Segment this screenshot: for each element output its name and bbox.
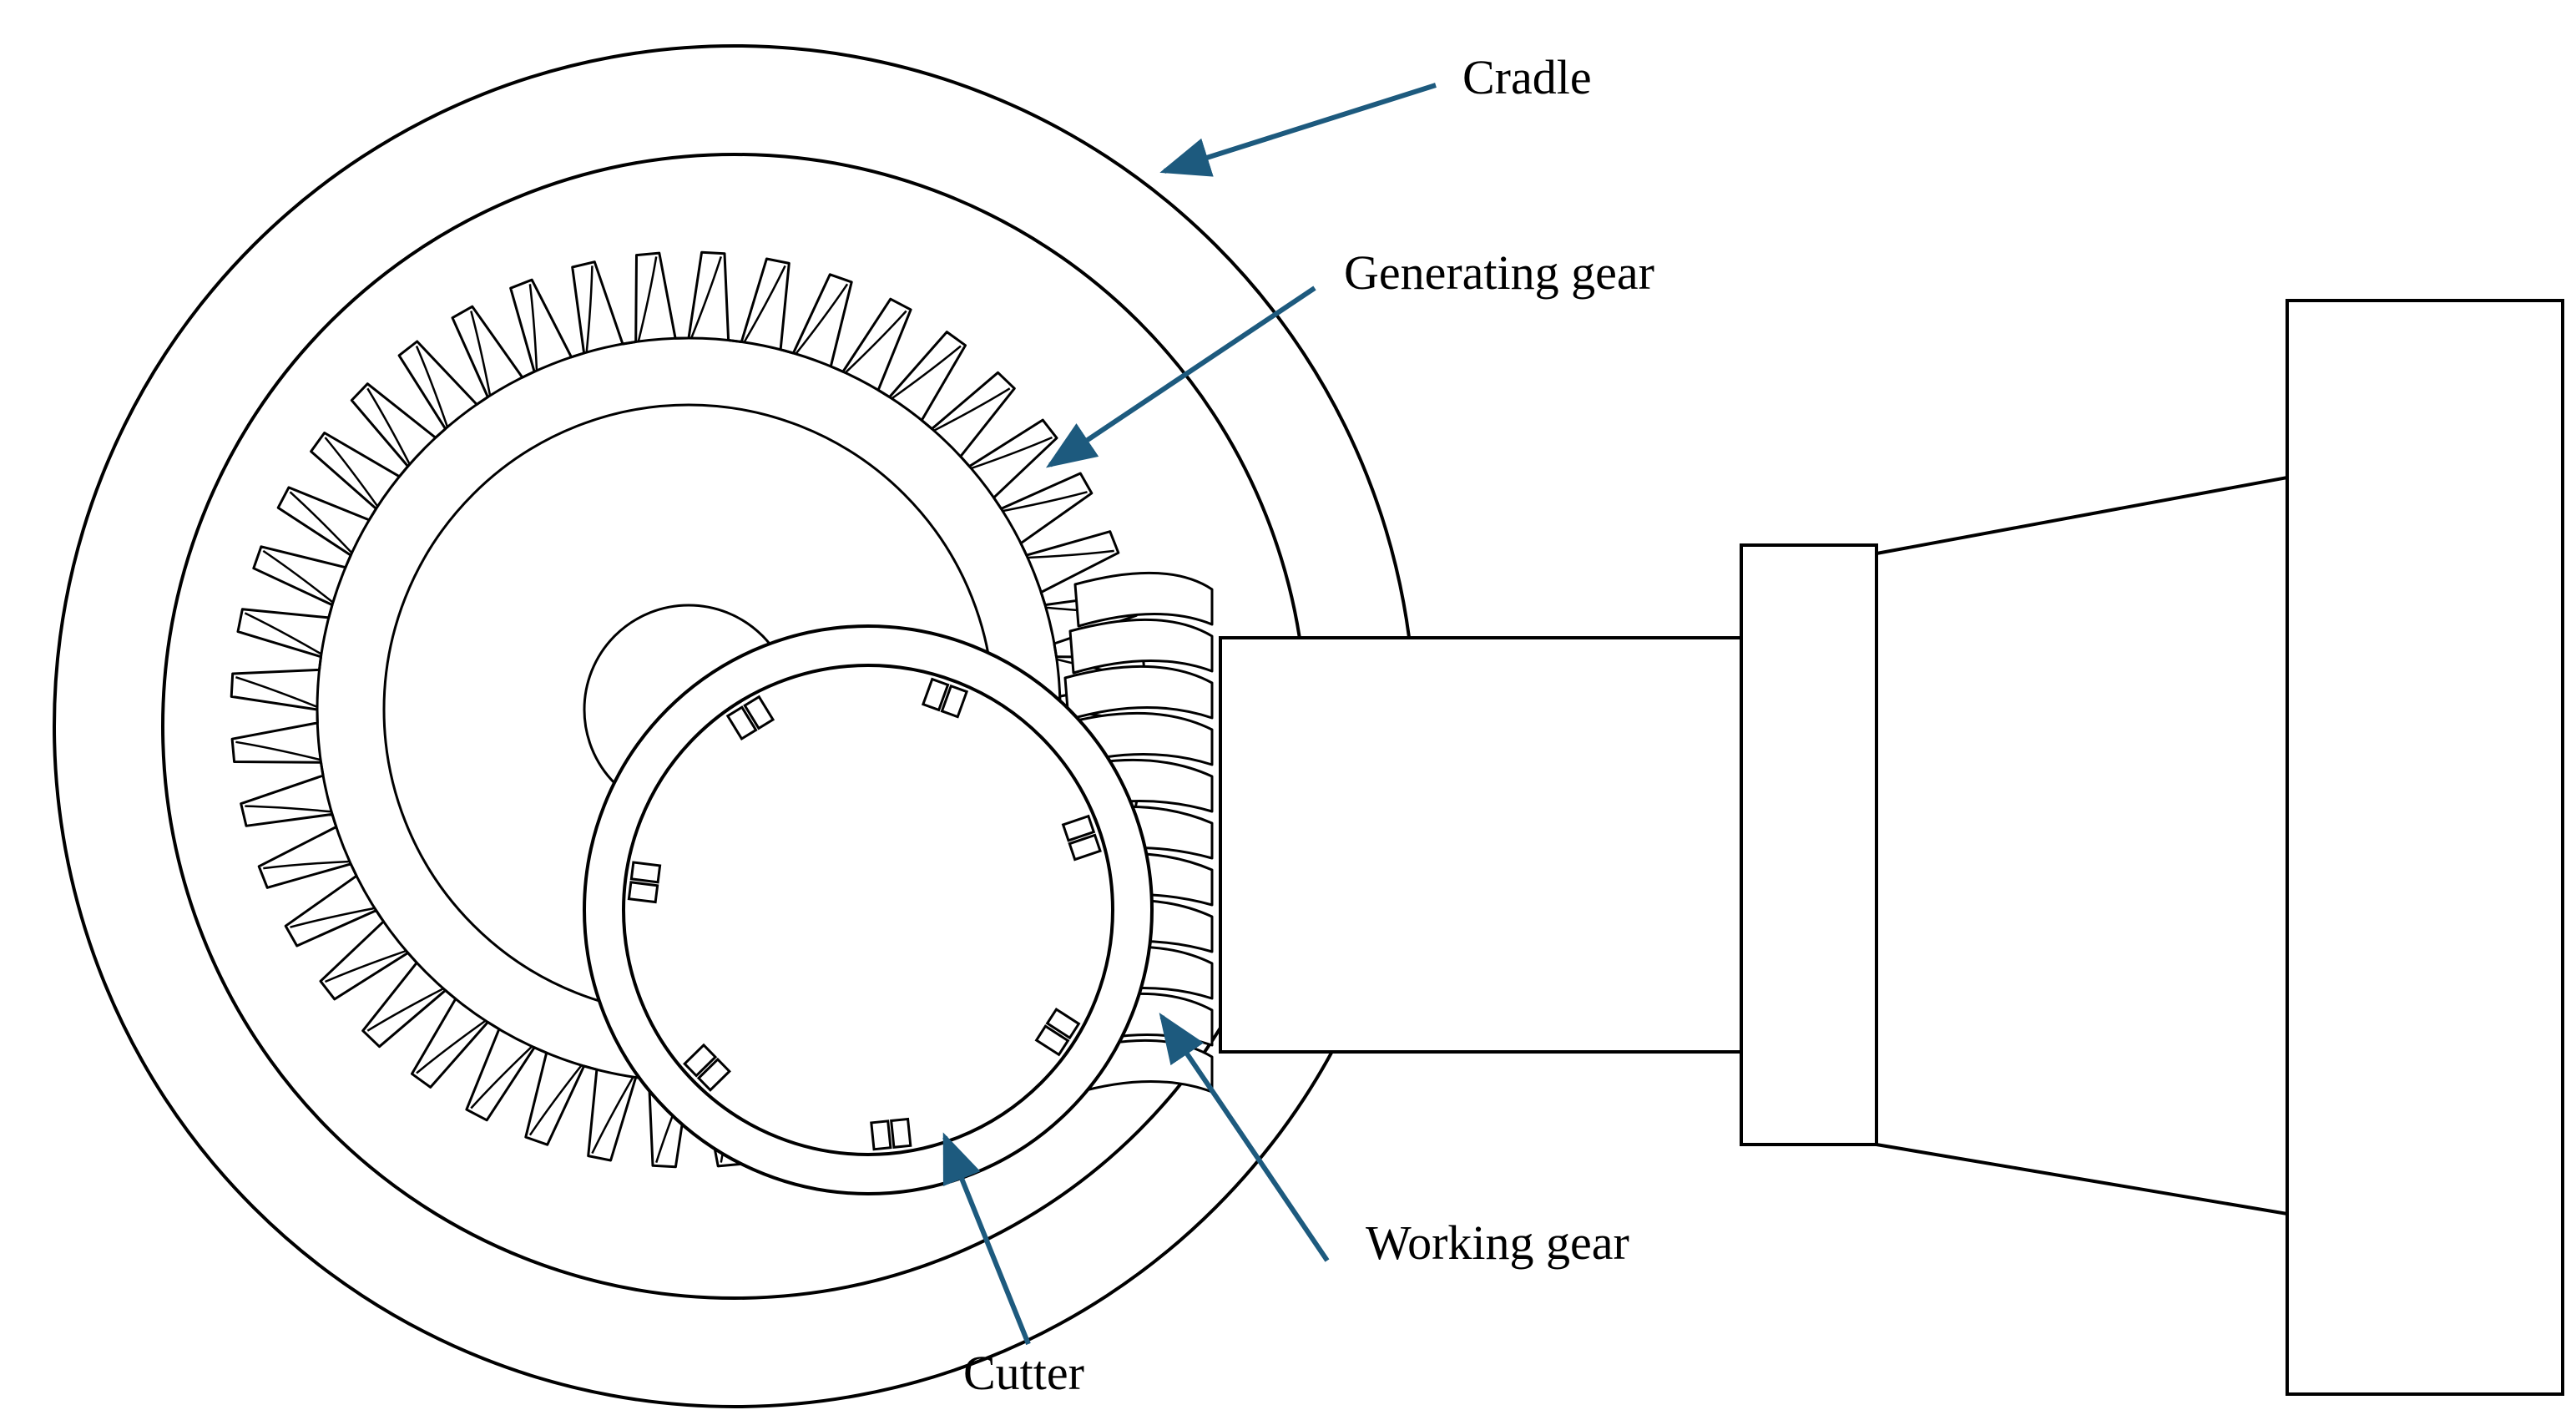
tooth-flank-line xyxy=(324,437,379,508)
cutter-label: Cutter xyxy=(963,1346,1084,1400)
cutter-blade xyxy=(890,1117,912,1149)
tooth-flank-line xyxy=(1002,491,1088,513)
tooth-flank-line xyxy=(325,949,407,983)
cradle-label: Cradle xyxy=(1462,50,1592,104)
cutter-blade-pair xyxy=(683,1043,731,1092)
working-gear-label: Working gear xyxy=(1366,1215,1629,1270)
tooth-flank-line xyxy=(585,265,593,353)
cutter-blade xyxy=(1068,833,1102,862)
cutter-blade xyxy=(940,684,969,719)
tooth-flank-line xyxy=(470,1045,533,1109)
cutter-blade xyxy=(627,881,659,904)
tooth-flank-line xyxy=(415,346,449,428)
tooth-flank-line xyxy=(690,256,722,339)
working-gear-tooth xyxy=(1063,665,1214,721)
cutter-blades xyxy=(627,677,1102,1151)
tooth-flank-line xyxy=(795,283,849,355)
tooth-flank-line xyxy=(262,549,334,604)
tooth-flank-line xyxy=(366,988,444,1032)
tooth-flank-line xyxy=(933,387,1011,432)
cutter-blade-pair xyxy=(627,861,662,904)
tooth-flank-line xyxy=(245,805,332,813)
cutter-blade xyxy=(629,861,662,884)
cutter-blade-pair xyxy=(1061,814,1102,862)
tooth-flank-line xyxy=(366,387,411,465)
workpiece-spindle xyxy=(1219,299,2564,1396)
cradle-arrow xyxy=(1159,83,1437,177)
tooth-flank-line xyxy=(1028,549,1114,559)
working-gear-tooth xyxy=(1068,618,1214,675)
tooth-flank-line xyxy=(263,860,350,870)
cutter-blade xyxy=(1045,1007,1081,1040)
cutter-arrow xyxy=(942,1132,1031,1346)
spindle-collar xyxy=(1740,543,1878,1146)
generating-gear-arrow xyxy=(1046,286,1316,468)
cutter-blade-pair xyxy=(725,695,775,740)
working-gear-arrow xyxy=(1159,1013,1330,1262)
cutter-blade-pair xyxy=(870,1117,912,1151)
cutter-blade xyxy=(921,677,950,712)
cutter-blade xyxy=(1034,1024,1070,1057)
spindle-taper xyxy=(1875,475,2289,1216)
cutter-blade xyxy=(1061,814,1096,842)
tooth-flank-line xyxy=(290,907,376,928)
cutter-blade-pair xyxy=(1034,1007,1081,1057)
spindle-shaft xyxy=(1219,636,1743,1054)
tooth-flank-line xyxy=(289,491,353,554)
cutter-blade-pair xyxy=(921,677,969,719)
cutter-inner-ring xyxy=(622,664,1114,1156)
cutter-blade xyxy=(725,705,758,740)
tooth-flank-line xyxy=(591,1076,634,1155)
cutter xyxy=(583,624,1154,1195)
cutter-blade xyxy=(683,1043,718,1078)
tooth-flank-line xyxy=(528,284,538,371)
tooth-flank-line xyxy=(743,265,786,343)
cutter-blade xyxy=(870,1119,892,1151)
tooth-flank-line xyxy=(470,311,492,397)
tooth-flank-line xyxy=(637,256,658,342)
callout-arrows xyxy=(942,83,1437,1346)
tooth-flank-line xyxy=(970,436,1053,470)
tooth-flank-line xyxy=(244,612,322,655)
cutter-blade xyxy=(743,695,775,730)
generating-gear-label: Generating gear xyxy=(1344,245,1654,300)
tooth-flank-line xyxy=(528,1064,583,1136)
tooth-flank-line xyxy=(235,676,318,708)
tooth-flank-line xyxy=(844,310,907,374)
tooth-flank-line xyxy=(235,740,321,761)
working-gear-tooth xyxy=(1073,571,1214,628)
headstock-plate xyxy=(2286,299,2564,1396)
tooth-flank-line xyxy=(891,345,962,400)
cutter-blade xyxy=(696,1057,731,1092)
tooth-flank-line xyxy=(416,1019,487,1074)
